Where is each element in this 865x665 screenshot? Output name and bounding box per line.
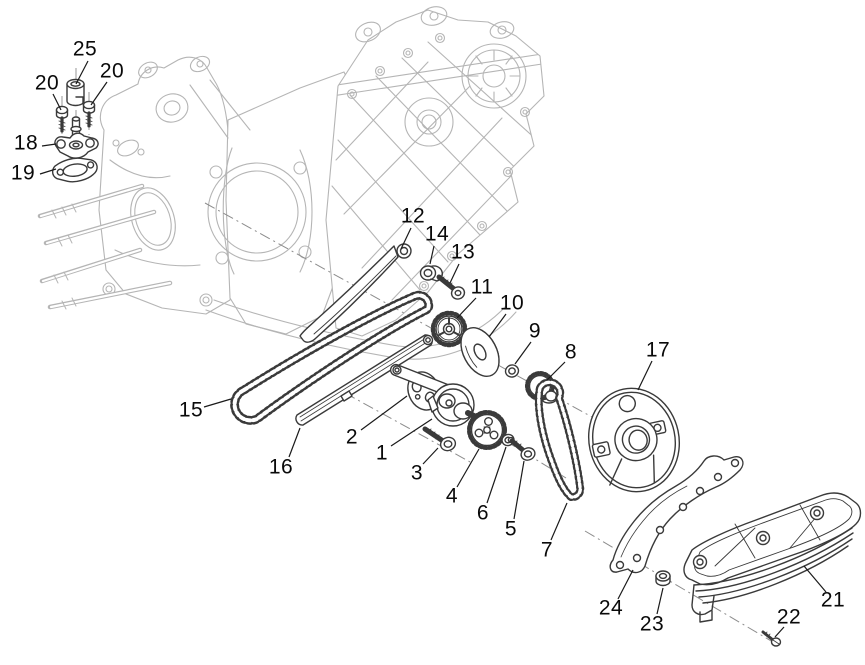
- part-24-gasket-drawing: [609, 455, 744, 574]
- leader-line-25: [75, 60, 89, 85]
- part-12-tensioner-drawing: [299, 243, 412, 343]
- leader-line-12: [400, 227, 412, 250]
- part-label-12: 12: [400, 204, 426, 228]
- crankcase-drawing: [37, 6, 545, 360]
- part-label-18: 18: [13, 131, 39, 155]
- part-9-ring-drawing: [504, 364, 520, 378]
- part-15-chain-drawing: [230, 290, 434, 425]
- leader-line-3: [422, 447, 439, 465]
- part-10-disc-drawing: [460, 327, 500, 377]
- part-25-cap-drawing: [66, 78, 85, 107]
- leader-line-5: [513, 460, 525, 520]
- part-label-25: 25: [72, 37, 98, 61]
- leader-line-2: [360, 395, 408, 431]
- part-label-2: 2: [345, 425, 359, 449]
- part-14-bushing-drawing: [419, 265, 444, 282]
- part-3-bolt-drawing: [422, 426, 457, 452]
- part-label-8: 8: [564, 340, 578, 364]
- leader-line-20: [52, 93, 62, 111]
- leader-line-21: [803, 565, 827, 593]
- leader-line-10: [488, 313, 507, 338]
- leader-lines: [39, 60, 827, 638]
- leader-line-19: [39, 168, 57, 175]
- leader-line-24: [617, 569, 634, 600]
- part-label-9: 9: [528, 319, 542, 343]
- part-label-7: 7: [540, 538, 554, 562]
- part-4-pump-sprocket-drawing: [467, 410, 507, 450]
- part-label-1: 1: [375, 441, 389, 465]
- part-label-6: 6: [476, 501, 490, 525]
- part-20-bolt-right-drawing: [82, 100, 96, 128]
- part-label-24: 24: [598, 596, 624, 620]
- part-label-15: 15: [178, 398, 204, 422]
- leader-line-11: [456, 297, 477, 319]
- part-label-21: 21: [820, 588, 846, 612]
- leader-line-6: [486, 446, 507, 504]
- leader-line-23: [656, 587, 664, 615]
- part-label-5: 5: [504, 517, 518, 541]
- part-label-3: 3: [410, 461, 424, 485]
- leader-line-22: [774, 626, 785, 638]
- part-21-sump-drawing: [683, 492, 862, 623]
- part-5-bolt-drawing: [507, 436, 536, 461]
- part-label-10: 10: [499, 291, 525, 315]
- part-label-11: 11: [470, 275, 494, 299]
- leader-line-20: [90, 81, 108, 106]
- part-16-chain-guide-drawing: [295, 334, 434, 426]
- part-label-20-2: 20: [99, 59, 125, 83]
- leader-line-8: [546, 361, 566, 381]
- part-label-14: 14: [424, 222, 450, 246]
- leader-line-16: [288, 427, 301, 458]
- part-label-16: 16: [268, 455, 294, 479]
- parts-drawings: [51, 78, 862, 647]
- part-19-gasket-drawing: [51, 157, 98, 183]
- part-18-bracket-drawing: [54, 116, 99, 159]
- leader-line-18: [41, 143, 57, 147]
- part-label-17: 17: [645, 338, 671, 362]
- leader-line-7: [550, 502, 568, 541]
- part-label-4: 4: [445, 484, 459, 508]
- part-22-screw-drawing: [761, 630, 782, 647]
- leader-line-4: [456, 448, 480, 488]
- leader-line-17: [637, 360, 653, 391]
- part-17-cover-drawing: [587, 387, 681, 493]
- leader-line-9: [514, 341, 532, 365]
- leader-line-14: [429, 245, 435, 265]
- part-23-plug-drawing: [655, 570, 671, 587]
- part-label-22: 22: [776, 605, 802, 629]
- leader-line-15: [203, 398, 232, 408]
- part-7-pump-chain-drawing: [534, 378, 585, 502]
- part-11-sprocket-drawing: [430, 310, 468, 348]
- part-label-20: 20: [34, 71, 60, 95]
- part-20-bolt-left-drawing: [55, 105, 69, 133]
- part-13-bolt-drawing: [436, 274, 466, 300]
- part-label-19: 19: [10, 161, 36, 185]
- part-label-13: 13: [450, 240, 476, 264]
- part-1-oil-pump-drawing: [389, 363, 498, 431]
- leader-line-1: [390, 418, 433, 447]
- leader-line-13: [449, 263, 460, 284]
- part-label-23: 23: [639, 612, 665, 636]
